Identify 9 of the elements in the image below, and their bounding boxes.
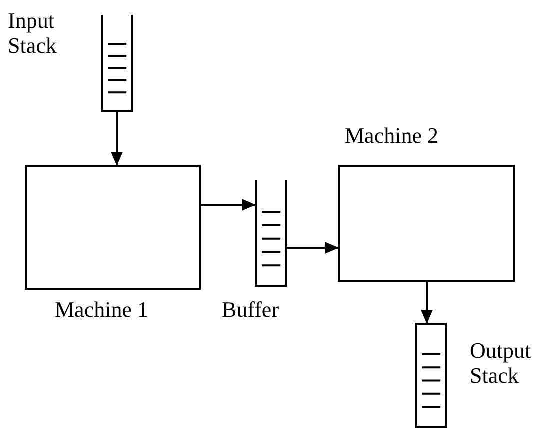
arrow xyxy=(111,112,123,166)
node-label: Input Stack xyxy=(8,8,58,58)
node-label: Machine 2 xyxy=(345,123,440,148)
node-label: Machine 1 xyxy=(55,297,150,322)
node-label: Buffer xyxy=(222,297,280,322)
arrow xyxy=(421,282,433,324)
node-label: Output Stack xyxy=(470,338,532,388)
arrow xyxy=(287,242,339,254)
arrow xyxy=(201,199,256,211)
